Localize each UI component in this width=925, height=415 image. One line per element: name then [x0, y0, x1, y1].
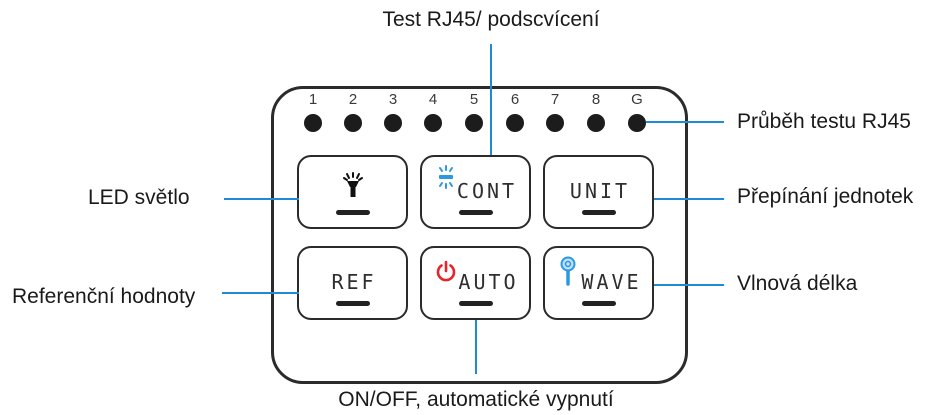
button-face: WAVE	[545, 256, 652, 297]
button-indicator-bar	[335, 301, 370, 306]
button-indicator-bar	[581, 210, 616, 215]
backlight-icon	[437, 165, 455, 189]
led-indicator	[628, 114, 646, 132]
callout-label-rj45-progress: Průběh testu RJ45	[737, 110, 911, 133]
led-indicator	[304, 114, 322, 132]
ref-button[interactable]: REF	[297, 246, 408, 320]
led-number: 4	[428, 91, 438, 108]
led-8: 8	[584, 91, 608, 135]
callout-label-unit-switch: Přepínání jednotek	[737, 185, 914, 208]
button-indicator-bar	[458, 301, 493, 306]
button-face	[299, 172, 406, 206]
callout-label-wavelength: Vlnová délka	[737, 272, 858, 295]
led-number: 5	[469, 91, 479, 108]
power-icon	[435, 260, 457, 282]
led-number: 1	[308, 91, 318, 108]
led-number: 7	[550, 91, 560, 108]
unit-button[interactable]: UNIT	[543, 155, 654, 229]
led-indicator	[587, 114, 605, 132]
led-indicator	[344, 114, 362, 132]
led-number: 2	[348, 91, 358, 108]
flashlight-icon	[342, 172, 363, 198]
led-number: G	[631, 91, 643, 108]
button-indicator-bar	[458, 210, 493, 215]
led-indicator	[506, 114, 524, 132]
button-label: AUTO	[458, 270, 519, 294]
button-label: CONT	[456, 179, 518, 203]
led-7: 7	[543, 91, 567, 135]
led-number: 8	[591, 91, 601, 108]
button-face: REF	[299, 267, 406, 297]
button-face: UNIT	[545, 176, 652, 206]
led-1: 1	[301, 91, 325, 135]
led-g: G	[625, 91, 649, 135]
led-indicator	[465, 114, 483, 132]
callout-label-backlight-test: Test RJ45/ podscvícení	[382, 8, 600, 31]
led-indicator	[424, 114, 442, 132]
led-5: 5	[462, 91, 486, 135]
button-indicator-bar	[581, 301, 616, 306]
led-number: 3	[388, 91, 398, 108]
button-label: UNIT	[569, 179, 631, 203]
button-label: WAVE	[581, 270, 642, 294]
wavelength-icon	[558, 256, 578, 286]
button-face: CONT	[422, 165, 529, 206]
button-indicator-bar	[335, 210, 370, 215]
callout-label-power: ON/OFF, automatické vypnutí	[338, 388, 614, 411]
led-indicator	[384, 114, 402, 132]
led-number: 6	[510, 91, 520, 108]
led-3: 3	[381, 91, 405, 135]
callout-label-reference-values: Referenční hodnoty	[12, 285, 196, 308]
device-panel: 1 2 3 4 5 6 7 8	[271, 86, 688, 384]
led-indicator	[546, 114, 564, 132]
button-face: AUTO	[422, 260, 529, 297]
cont-button[interactable]: CONT	[420, 155, 531, 229]
led-4: 4	[421, 91, 445, 135]
flashlight-button[interactable]	[297, 155, 408, 229]
callout-label-led-light: LED světlo	[88, 186, 190, 209]
button-label: REF	[331, 270, 377, 294]
wave-button[interactable]: WAVE	[543, 246, 654, 320]
led-2: 2	[341, 91, 365, 135]
led-6: 6	[503, 91, 527, 135]
auto-button[interactable]: AUTO	[420, 246, 531, 320]
